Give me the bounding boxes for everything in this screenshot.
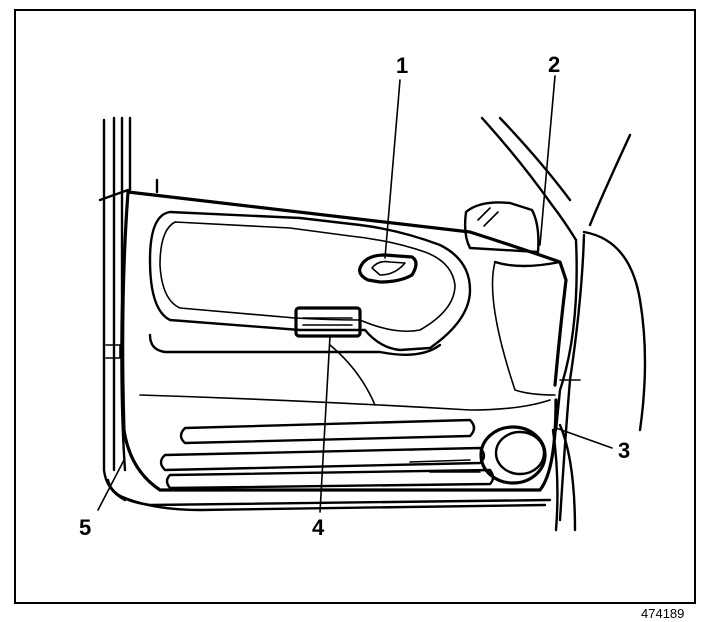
leader-lines <box>97 75 613 513</box>
figure-id: 474189 <box>641 606 684 621</box>
callout-3: 3 <box>618 438 630 463</box>
door-illustration <box>98 116 647 532</box>
callout-1: 1 <box>396 53 408 78</box>
callout-5: 5 <box>79 515 91 540</box>
callout-4: 4 <box>312 515 325 540</box>
callout-2: 2 <box>548 52 560 77</box>
